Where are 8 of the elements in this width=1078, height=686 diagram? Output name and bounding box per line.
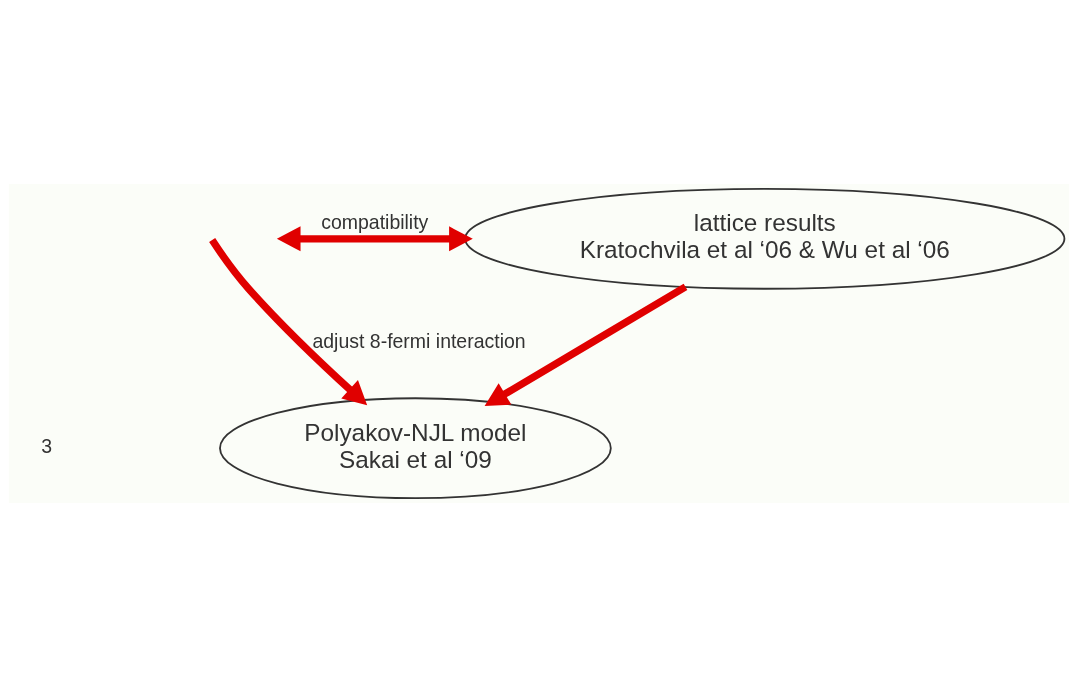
edge-label: compatibility <box>321 210 429 233</box>
node-ellipse: lattice results Kratochvila et al ‘06 & Wu et al ‘06 <box>464 187 1066 290</box>
arrow <box>209 237 368 405</box>
label: 3 <box>41 434 52 457</box>
edge-label: adjust 8-fermi interaction <box>312 329 526 352</box>
arrow <box>276 225 473 251</box>
arrow <box>484 283 688 406</box>
node-ellipse: Polyakov-NJL model Sakai et al ‘09 <box>219 396 612 499</box>
